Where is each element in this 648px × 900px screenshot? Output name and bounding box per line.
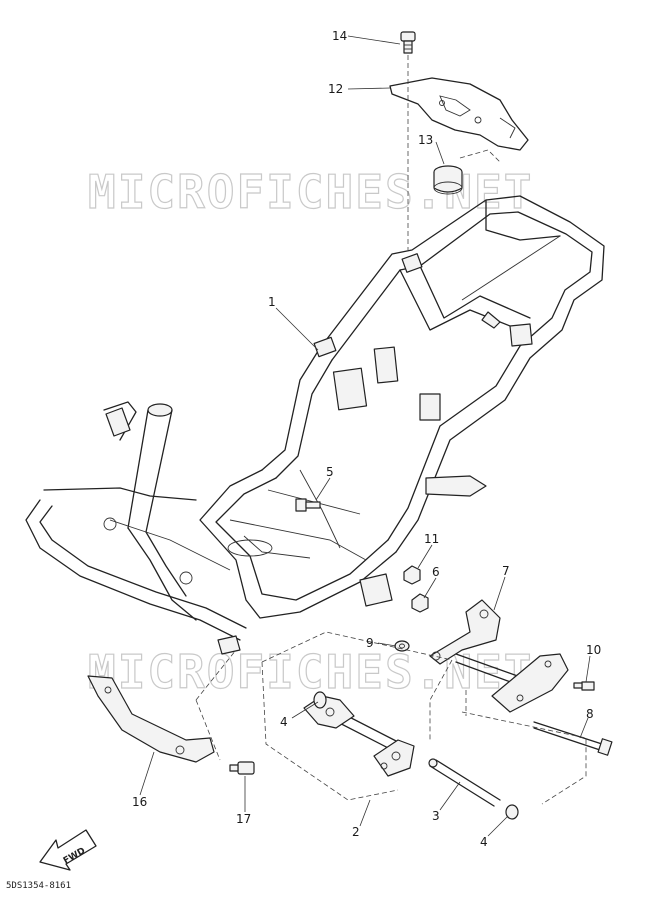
part-13-damper [433,149,501,195]
part-14-bolt [400,31,416,54]
part-11-nut [403,565,421,585]
diagram-code: 5DS1354-8161 [6,881,71,891]
part-3-shaft [428,758,501,807]
callout-14: 14 [332,29,347,43]
watermark-bottom: MICROFICHES.NET [88,645,533,699]
callout-4-upper: 4 [280,715,288,729]
part-6-nut [411,593,429,613]
callout-1: 1 [268,295,276,309]
part-8-long-bolt [533,721,613,756]
callout-3: 3 [432,809,440,823]
part-16-stand-bracket [87,675,215,763]
callout-8: 8 [586,707,594,721]
callout-9: 9 [366,636,374,650]
watermark-top: MICROFICHES.NET [88,165,533,219]
part-17-bolt [229,761,255,775]
callout-7: 7 [502,564,510,578]
leader-lines [139,35,591,837]
callout-13: 13 [418,133,433,147]
fwd-arrow: FWD [39,829,97,871]
callout-17: 17 [236,812,251,826]
part-5-bolt [295,498,321,512]
engine-mount-bracket [491,653,569,713]
part-9-collar [394,640,410,652]
part-12-bracket [389,77,529,151]
callout-10: 10 [586,643,601,657]
subassembly-outline [261,631,587,805]
callout-5: 5 [326,465,334,479]
callout-6: 6 [432,565,440,579]
part-1-main-frame [199,195,605,619]
assembly-line-stand [195,649,237,761]
part-4-collar-lower [505,804,519,820]
part-4-collar-upper [313,691,327,709]
front-headtube-assembly [25,401,247,655]
callout-11: 11 [424,532,439,546]
fwd-arrow-label: FWD [62,846,87,866]
callout-12: 12 [328,82,343,96]
callout-labels: 14 12 13 1 5 11 6 7 9 10 8 4 3 2 4 16 17 [132,29,601,849]
callout-2: 2 [352,825,360,839]
callout-16: 16 [132,795,147,809]
part-10-bolt [573,681,595,691]
callout-4-lower: 4 [480,835,488,849]
